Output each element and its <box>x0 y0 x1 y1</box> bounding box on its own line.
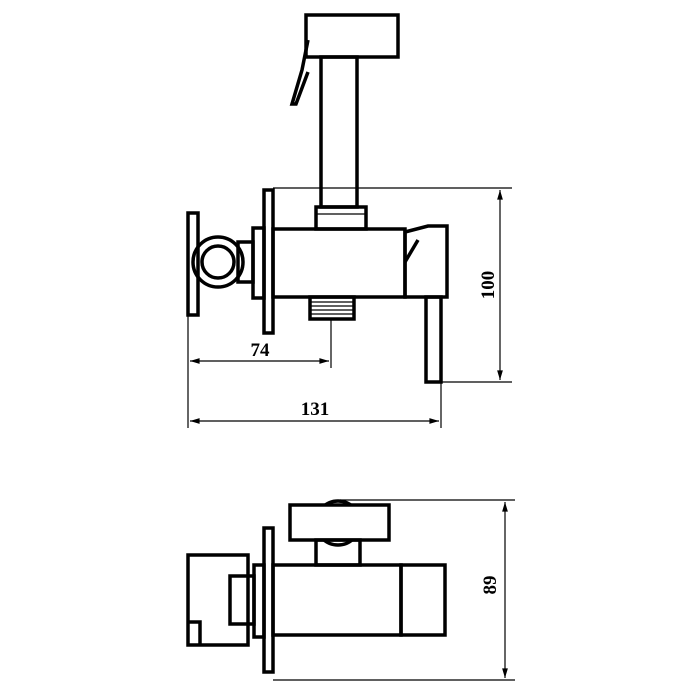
wall-box <box>186 553 250 647</box>
valve-body-top <box>271 563 403 637</box>
front-view: 74 131 100 <box>186 13 512 428</box>
valve-body <box>271 227 407 299</box>
connector <box>236 240 255 284</box>
aerator <box>308 295 356 321</box>
wall-flange <box>186 211 200 317</box>
lever-top <box>399 563 447 637</box>
connector-top <box>228 574 256 626</box>
elbow-outer <box>191 235 245 289</box>
spray-head <box>304 13 400 59</box>
top-view: 89 <box>186 499 515 681</box>
dimension-100-label: 100 <box>478 271 499 300</box>
nut <box>314 205 368 231</box>
dimension-74-label: 74 <box>251 340 271 361</box>
dimension-89-label: 89 <box>480 576 501 595</box>
lever-handle <box>424 295 443 384</box>
aerator-hatching <box>310 301 354 315</box>
spray-trigger <box>289 39 310 106</box>
spray-head-top <box>288 503 391 542</box>
dimension-131-label: 131 <box>301 399 330 420</box>
hose-stem <box>319 55 359 209</box>
lever-cap <box>403 224 449 299</box>
elbow-inner <box>200 244 236 280</box>
